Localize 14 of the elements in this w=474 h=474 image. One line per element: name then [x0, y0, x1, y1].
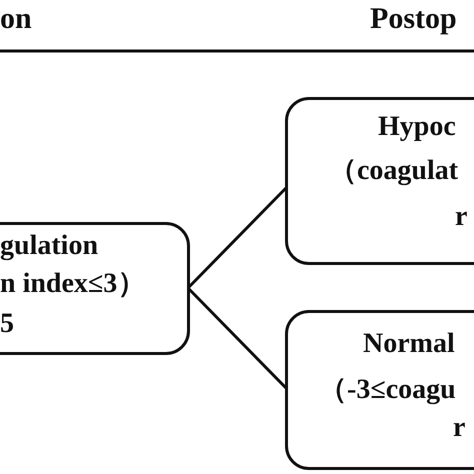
box-text: （coagulat — [329, 155, 458, 187]
box-text: gulation — [0, 230, 98, 262]
rounded-box — [285, 310, 474, 470]
box-text: r — [455, 201, 468, 233]
column-heading: Postop — [370, 2, 457, 36]
rounded-box — [285, 97, 474, 265]
box-text: r — [453, 412, 466, 444]
box-text: 5 — [0, 308, 14, 340]
column-heading: on — [0, 2, 32, 36]
rounded-box — [0, 222, 190, 355]
box-text: Hypoc — [378, 111, 456, 143]
box-text: Normal — [363, 328, 455, 360]
box-text: n index≤3） — [0, 268, 146, 300]
box-text: （-3≤coagu — [319, 374, 456, 406]
